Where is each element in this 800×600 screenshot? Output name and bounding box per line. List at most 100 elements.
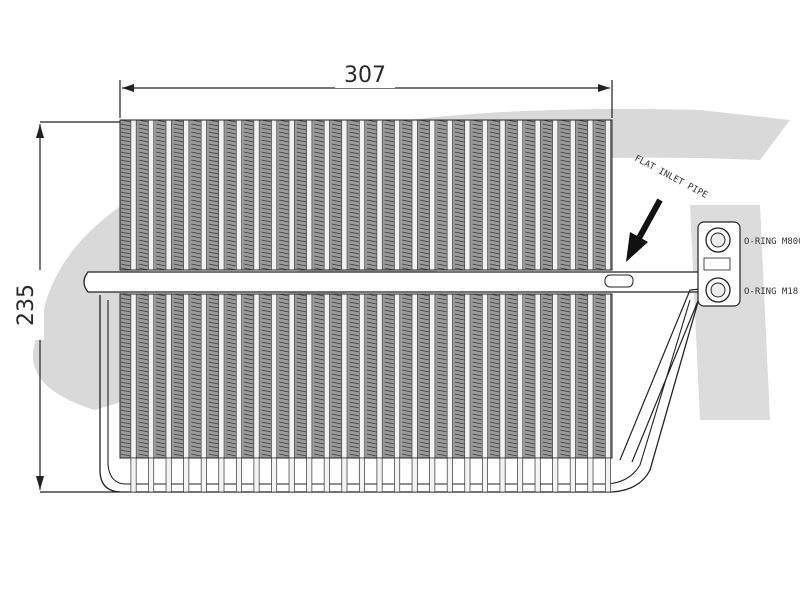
core-lower-tube [148, 293, 155, 459]
tube-end [376, 457, 383, 493]
core-upper-tube [288, 119, 295, 271]
tube-end [446, 457, 453, 493]
core-lower-fin [560, 293, 570, 457]
core-lower-tube [569, 293, 576, 459]
core-lower-tube [446, 293, 453, 459]
core-lower-tube [288, 293, 295, 459]
tube-end [394, 457, 401, 493]
core-upper-tube [341, 119, 348, 271]
core-upper-fin [454, 119, 465, 271]
tube-end [429, 457, 436, 493]
core-lower-tube [183, 293, 190, 459]
core-upper-fin [472, 119, 483, 271]
tube-end [130, 457, 137, 493]
core-upper-fin [525, 119, 535, 271]
core-upper-fin [542, 119, 553, 271]
port-lower-note: O-RING M18 [744, 287, 798, 297]
height-label: 235 [14, 284, 39, 326]
core-upper-tube [411, 119, 418, 271]
core-lower-tube [271, 293, 278, 459]
core-lower-tube [605, 293, 611, 459]
tube-end [165, 457, 172, 493]
core-lower-fin [173, 293, 184, 457]
core-upper-fin [243, 119, 254, 271]
core-lower-tube [165, 293, 172, 459]
core-upper-tube [464, 119, 471, 271]
core-upper-fin [279, 119, 289, 271]
core-upper-tube [165, 119, 172, 271]
core-lower-fin [366, 293, 377, 457]
tube-end [148, 457, 155, 493]
core-lower-tube [394, 293, 401, 459]
tube-end [534, 457, 541, 493]
inlet-note: FLAT INLET PIPE [633, 154, 709, 201]
core-upper-tube [552, 119, 559, 271]
core-lower-fin [331, 293, 342, 457]
core-lower-tube [253, 293, 260, 459]
core-upper-tube [499, 119, 506, 271]
width-label: 307 [344, 63, 386, 88]
tube-end [517, 457, 524, 493]
core-lower-fin [577, 293, 588, 457]
core-lower-fin [402, 293, 412, 457]
core-upper-tube [183, 119, 190, 271]
core-lower-fin [384, 293, 395, 457]
core-upper-tube [376, 119, 383, 271]
arrow-down-icon [626, 232, 648, 262]
tube-end [235, 457, 242, 493]
core-lower-tube [236, 293, 242, 459]
core-upper-fin [384, 119, 395, 271]
core-upper-fin [331, 119, 342, 271]
core-upper-fin [261, 119, 272, 271]
core-upper-tube [130, 119, 137, 271]
bottom-tank [99, 294, 701, 493]
core-lower-tube [376, 293, 383, 459]
tube-end [341, 457, 348, 493]
core-lower-tube [411, 293, 418, 459]
core-upper-tube [253, 119, 260, 271]
header-tube [83, 271, 707, 293]
core-upper-fin [120, 119, 131, 271]
core-upper-tube [482, 119, 488, 271]
core-upper-fin [296, 119, 307, 271]
core-upper-tube [218, 119, 225, 271]
tube-end [499, 457, 506, 493]
core-lower-tube [200, 293, 207, 459]
core-lower-tube [323, 293, 330, 459]
core-lower-fin [595, 293, 606, 457]
core-lower-tube [130, 293, 137, 459]
core-upper-tube [587, 119, 594, 271]
core-upper-tube [148, 119, 155, 271]
core-lower-tube [429, 293, 436, 459]
port-upper-note: O-RING M800 [744, 237, 800, 247]
core-lower-tube [359, 293, 365, 459]
core-upper-tube [306, 119, 313, 271]
core-upper-fin [156, 119, 166, 271]
core-upper-tube [517, 119, 524, 271]
tube-end [411, 457, 418, 493]
core-upper-fin [419, 119, 430, 271]
core-lower-fin [138, 293, 149, 457]
core-lower-fin [349, 293, 360, 457]
tube-end [481, 457, 488, 493]
tube-end [253, 457, 260, 493]
core-lower-fin [489, 293, 500, 457]
tube-end [604, 457, 611, 493]
core-upper-tube [605, 119, 611, 271]
tube-end [306, 457, 313, 493]
core-upper-fin [138, 119, 149, 271]
tube-end [183, 457, 190, 493]
core-lower-fin [243, 293, 254, 457]
core-lower-tube [341, 293, 348, 459]
core-upper-fin [208, 119, 219, 271]
core-upper-fin [489, 119, 500, 271]
tube-end [358, 457, 365, 493]
tube-end [569, 457, 576, 493]
height-dimension: 235 [14, 121, 120, 493]
core-upper-tube [359, 119, 365, 271]
tube-end [200, 457, 207, 493]
tube-end [552, 457, 559, 493]
core-upper-fin [507, 119, 518, 271]
core-lower-tube [587, 293, 594, 459]
tube-end [271, 457, 278, 493]
